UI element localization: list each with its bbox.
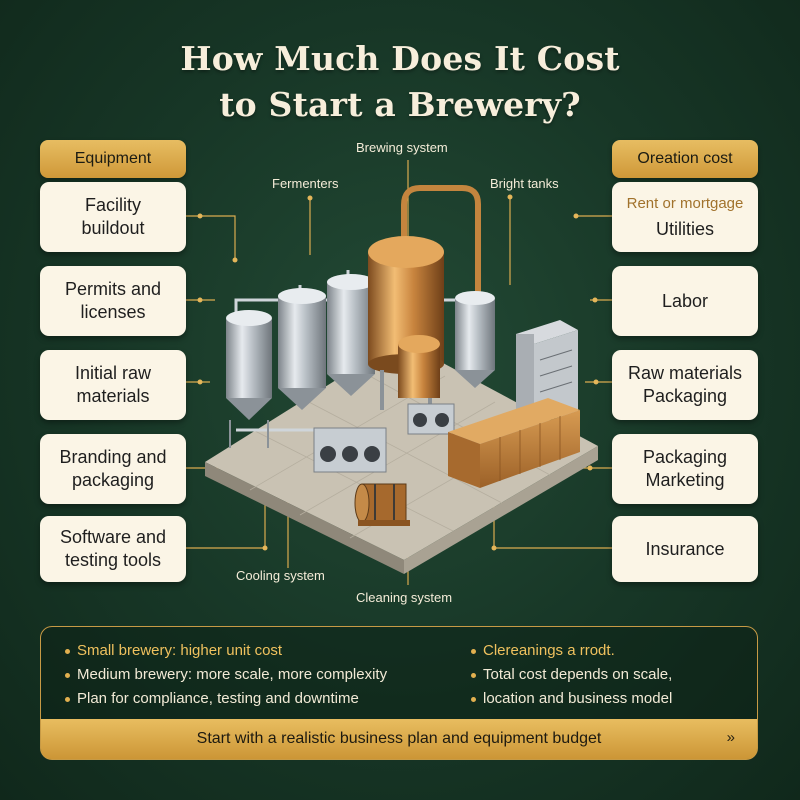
floor-platform xyxy=(205,340,598,574)
card-label: Software and testing tools xyxy=(59,527,167,570)
bullet-item: Plan for compliance, testing and downtim… xyxy=(63,687,387,711)
card-sublabel: Rent or mortgage xyxy=(626,194,744,212)
left-bullet-list: Small brewery: higher unit cost Medium b… xyxy=(63,639,387,711)
label-bright-tanks: Bright tanks xyxy=(490,176,559,191)
bullet-item: location and business model xyxy=(469,687,672,711)
cta-label: Start with a realistic business plan and… xyxy=(196,730,602,747)
page-title: How Much Does It Cost to Start a Brewery… xyxy=(0,36,800,128)
card-label: Branding and packaging xyxy=(59,447,167,490)
operation-cost-header: Oreation cost xyxy=(612,140,758,178)
label-fermenters: Fermenters xyxy=(272,176,339,191)
bullet-item: Medium brewery: more scale, more complex… xyxy=(63,663,387,687)
card-labor: Labor xyxy=(612,266,758,336)
card-label: Raw materials Packaging xyxy=(627,363,743,406)
bright-tank xyxy=(455,291,495,388)
copper-pipe xyxy=(401,185,481,298)
card-label: Utilities xyxy=(655,218,714,239)
cooling-units xyxy=(313,403,455,473)
bullet-item: Small brewery: higher unit cost xyxy=(63,639,387,663)
card-facility-buildout: Facility buildout xyxy=(40,182,186,252)
cta-banner-button[interactable]: Start with a realistic business plan and… xyxy=(41,719,757,759)
card-initial-raw-materials: Initial raw materials xyxy=(40,350,186,420)
card-label: Labor xyxy=(661,290,709,311)
wooden-barrel xyxy=(354,483,410,526)
title-line-1: How Much Does It Cost xyxy=(180,39,620,78)
bullet-item: Total cost depends on scale, xyxy=(469,663,672,687)
fermenter-tank-1 xyxy=(226,310,272,448)
equipment-header: Equipment xyxy=(40,140,186,178)
title-line-2: to Start a Brewery? xyxy=(219,85,581,124)
wooden-bar-counter xyxy=(448,398,580,488)
card-rent-utilities: Rent or mortgage Utilities xyxy=(612,182,758,252)
card-label: Permits and licenses xyxy=(64,279,162,322)
double-chevron-right-icon: » xyxy=(726,729,735,746)
summary-panel: Small brewery: higher unit cost Medium b… xyxy=(40,626,758,760)
card-label: Packaging Marketing xyxy=(642,447,728,490)
bullet-item: Clereanings a rrodt. xyxy=(469,639,672,663)
brew-kettle-small xyxy=(398,335,440,398)
card-label: Facility buildout xyxy=(81,195,145,238)
label-brewing-system: Brewing system xyxy=(356,140,448,155)
fermenter-tank-2 xyxy=(278,288,326,410)
card-packaging-marketing: Packaging Marketing xyxy=(612,434,758,504)
fermenter-tank-3 xyxy=(327,274,375,396)
label-cooling-system: Cooling system xyxy=(236,568,325,583)
card-permits-licenses: Permits and licenses xyxy=(40,266,186,336)
card-branding-packaging: Branding and packaging xyxy=(40,434,186,504)
card-raw-materials-packaging: Raw materials Packaging xyxy=(612,350,758,420)
card-label: Insurance xyxy=(645,538,725,559)
card-software-testing-tools: Software and testing tools xyxy=(40,516,186,582)
right-bullet-list: Clereanings a rrodt. Total cost depends … xyxy=(469,639,672,711)
card-label: Initial raw materials xyxy=(74,363,152,406)
card-insurance: Insurance xyxy=(612,516,758,582)
label-cleaning-system: Cleaning system xyxy=(356,590,453,605)
